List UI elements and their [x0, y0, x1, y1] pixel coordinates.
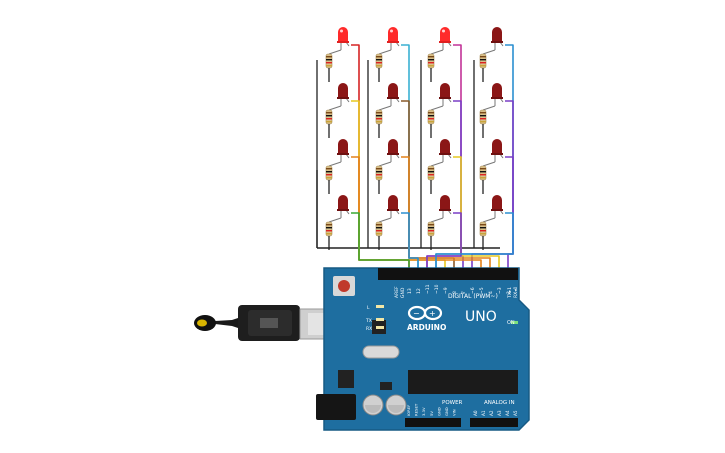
- wire[interactable]: [435, 212, 514, 270]
- power-header[interactable]: [405, 418, 461, 427]
- led[interactable]: [439, 27, 452, 50]
- l-label: L: [367, 305, 370, 311]
- analog-pin-label: A1: [481, 410, 486, 416]
- rx-pin-label: RX◂0: [513, 287, 519, 298]
- rx-label: RX: [366, 326, 372, 332]
- aref-pin-label: AREF: [394, 286, 400, 298]
- led[interactable]: [337, 139, 350, 162]
- digital-pin-label: 12: [416, 288, 422, 294]
- digital-pin-label: ~10: [434, 284, 440, 294]
- led[interactable]: [439, 83, 452, 106]
- resistor[interactable]: [375, 161, 392, 194]
- arduino-logo: − +: [407, 305, 443, 321]
- led[interactable]: [337, 195, 350, 218]
- led[interactable]: [337, 27, 350, 50]
- resistor[interactable]: [325, 105, 342, 138]
- digital-pin-label: ~11: [425, 284, 431, 294]
- atmega-chip: [408, 370, 518, 394]
- analog-pin-label: A4: [505, 410, 510, 416]
- digital-pin-label: 8: [452, 291, 458, 294]
- brand-label: ARDUINO: [407, 323, 446, 332]
- power-pin-label: GND: [436, 407, 441, 416]
- digital-pin-label: ~5: [479, 287, 485, 294]
- gnd-pin-label: GND: [400, 287, 406, 298]
- power-pin-label: 3.3V: [421, 407, 426, 416]
- reset-button-cap[interactable]: [338, 280, 350, 292]
- digital-pin-label: 7: [461, 291, 467, 294]
- power-pin-label: GND: [444, 407, 449, 416]
- led[interactable]: [491, 83, 504, 106]
- svg-text:−: −: [413, 309, 420, 318]
- arduino-uno-board[interactable]: − + ARDUINO UNO ON L TX RX DIGITAL (PWM~…: [316, 267, 530, 431]
- resistor[interactable]: [325, 161, 342, 194]
- model-label: UNO: [465, 309, 497, 325]
- resistor[interactable]: [325, 217, 342, 250]
- digital-pin-label: 13: [407, 288, 413, 294]
- digital-label: DIGITAL (PWM~): [448, 293, 498, 300]
- led[interactable]: [491, 139, 504, 162]
- analog-pin-label: A5: [513, 410, 518, 416]
- resistor[interactable]: [479, 161, 496, 194]
- analog-pin-label: A2: [489, 410, 494, 416]
- power-label: POWER: [442, 400, 463, 406]
- analog-pin-label: A0: [473, 410, 478, 416]
- digital-header[interactable]: [378, 268, 518, 280]
- resistor[interactable]: [375, 217, 392, 250]
- power-pin-label: VIN: [452, 409, 457, 416]
- led[interactable]: [337, 83, 350, 106]
- svg-text:+: +: [429, 309, 436, 318]
- resistor[interactable]: [427, 217, 444, 250]
- wire[interactable]: [401, 156, 491, 270]
- led[interactable]: [491, 27, 504, 50]
- resistor[interactable]: [427, 49, 444, 82]
- wire[interactable]: [351, 212, 410, 270]
- wire[interactable]: [471, 100, 514, 270]
- wire[interactable]: [426, 212, 462, 270]
- tx-label: TX: [365, 318, 372, 324]
- led[interactable]: [439, 139, 452, 162]
- digital-pin-label: 2: [506, 291, 512, 294]
- resistor[interactable]: [427, 161, 444, 194]
- resistor[interactable]: [479, 105, 496, 138]
- power-pin-label: IOREF: [406, 405, 411, 416]
- on-label: ON: [507, 320, 515, 326]
- wires-layer: [316, 44, 514, 270]
- digital-pin-label: ~3: [497, 287, 503, 294]
- led[interactable]: [387, 139, 400, 162]
- analog-header[interactable]: [470, 418, 518, 427]
- resistor[interactable]: [375, 49, 392, 82]
- led[interactable]: [387, 83, 400, 106]
- led[interactable]: [387, 195, 400, 218]
- analog-label: ANALOG IN: [484, 400, 515, 406]
- led[interactable]: [439, 195, 452, 218]
- digital-pin-label: ~6: [470, 287, 476, 294]
- usb-cable[interactable]: [194, 305, 341, 341]
- led[interactable]: [387, 27, 400, 50]
- resistor[interactable]: [375, 105, 392, 138]
- power-pin-label: 5V: [429, 411, 434, 416]
- resistor[interactable]: [479, 49, 496, 82]
- led[interactable]: [491, 195, 504, 218]
- power-jack[interactable]: [316, 394, 356, 420]
- wire[interactable]: [401, 212, 419, 270]
- digital-pin-label: 4: [488, 291, 494, 294]
- digital-pin-label: ~9: [443, 287, 449, 294]
- power-pin-label: RESET: [414, 403, 419, 416]
- resistor[interactable]: [427, 105, 444, 138]
- resistor[interactable]: [479, 217, 496, 250]
- tx-pin-label: TX▸1: [507, 287, 513, 299]
- resistor[interactable]: [325, 49, 342, 82]
- analog-pin-label: A3: [497, 410, 502, 416]
